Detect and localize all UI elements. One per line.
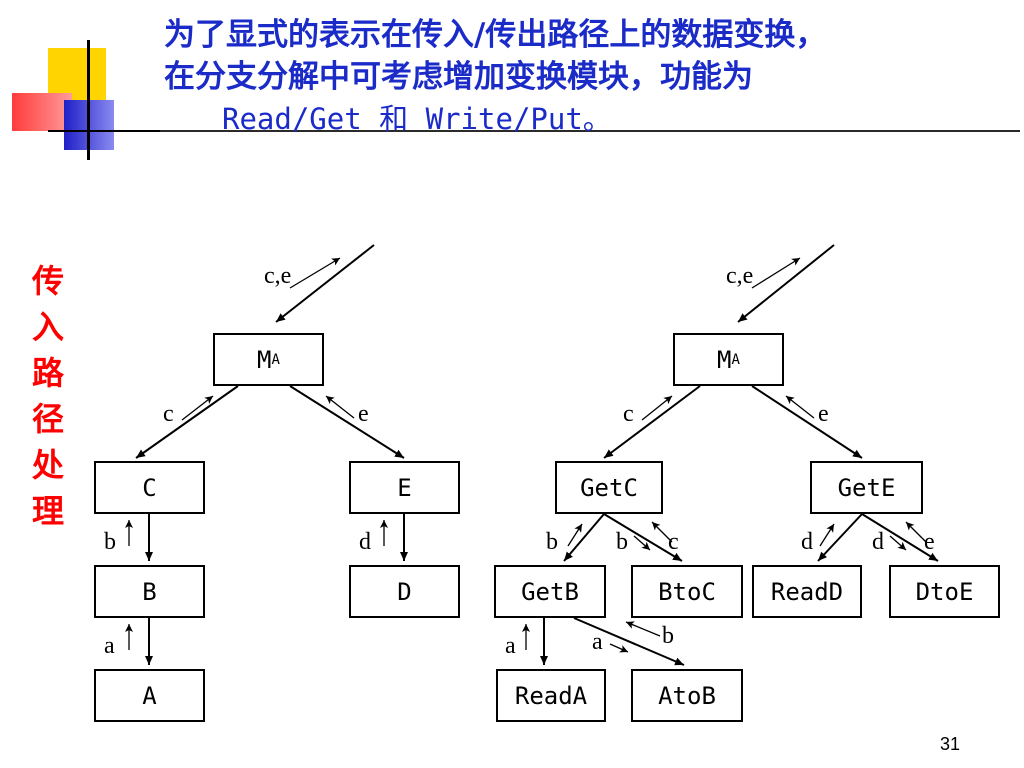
right-module-reada: ReadA (496, 669, 606, 722)
left-input-line (275, 244, 375, 323)
right-flow-a2-arrow (609, 643, 629, 653)
right-flow-b3-arrow (625, 621, 661, 637)
right-flow-b2-arrow (633, 535, 651, 551)
left-module-d: D (349, 565, 460, 618)
slide-title: 为了显式的表示在传入/传出路径上的数据变换， 在分支分解中可考虑增加变换模块，功… (164, 14, 1014, 140)
left-ma-main: M (257, 345, 272, 374)
side-char: 路 (31, 354, 64, 392)
right-module-getc: GetC (555, 461, 663, 514)
left-label-c: c (163, 401, 174, 427)
side-char: 径 (31, 400, 64, 438)
left-module-a: A (94, 669, 205, 722)
title-read-get: Read/Get (222, 102, 362, 136)
right-module-gete: GetE (810, 461, 923, 514)
right-label-ce: c,e (726, 263, 754, 289)
right-ma-sub: A (731, 351, 740, 368)
right-module-dtoe: DtoE (889, 565, 1000, 618)
right-gete-to-readd (817, 513, 863, 562)
right-label-c2: c (668, 529, 679, 555)
right-flow-e-arrow (785, 395, 815, 419)
title-line-3: Read/Get 和 Write/Put。 (164, 98, 1014, 140)
side-char: 传 (31, 262, 64, 300)
right-getb-to-atob (573, 617, 685, 666)
right-flow-d2-arrow (889, 535, 907, 551)
right-flow-c-arrow (641, 395, 673, 421)
right-module-btoc: BtoC (631, 565, 743, 618)
side-char: 理 (31, 492, 64, 530)
right-label-c: c (623, 401, 634, 427)
page-number: 31 (939, 734, 960, 754)
right-module-readd: ReadD (752, 565, 862, 618)
right-label-e: e (818, 401, 829, 427)
left-module-e: E (349, 461, 460, 514)
decor-horizontal-line (48, 130, 168, 132)
right-input-line (737, 244, 835, 323)
left-ma-to-e (289, 385, 405, 459)
right-flow-d1-arrow (819, 523, 835, 547)
corner-decoration (0, 0, 168, 165)
title-underline (160, 130, 1020, 132)
left-label-d: d (359, 529, 371, 555)
left-label-a: a (104, 633, 115, 659)
right-ma-to-gete (751, 385, 863, 459)
title-line-1: 为了显式的表示在传入/传出路径上的数据变换， (164, 17, 827, 53)
left-label-ce: c,e (264, 263, 292, 289)
decor-red-square (12, 93, 72, 131)
title-line-2: 在分支分解中可考虑增加变换模块，功能为 (164, 59, 753, 95)
left-label-b: b (104, 529, 116, 555)
left-flow-c-arrow (181, 395, 214, 421)
side-label-incoming-path: 传 入 路 径 处 理 (26, 258, 70, 534)
left-ma-to-c (135, 385, 239, 459)
title-write-put: Write/Put。 (425, 102, 612, 136)
left-label-e: e (358, 401, 369, 427)
right-ma-to-getc (603, 385, 701, 459)
left-module-b: B (94, 565, 205, 618)
left-ma-sub: A (271, 351, 280, 368)
left-flow-e-arrow (325, 395, 355, 419)
right-getc-to-getb (563, 513, 605, 562)
right-flow-c2-arrow (651, 521, 673, 543)
right-label-b2: b (616, 529, 628, 555)
decor-vertical-line (87, 40, 90, 160)
right-module-getb: GetB (494, 565, 606, 618)
right-label-b3: b (662, 623, 674, 649)
right-label-e2: e (924, 529, 935, 555)
side-char: 处 (31, 446, 64, 484)
right-gete-to-dtoe (861, 513, 939, 562)
side-char: 入 (31, 308, 64, 346)
left-flow-ce-arrow (289, 257, 341, 289)
left-module-c: C (94, 461, 205, 514)
right-label-a2: a (592, 629, 603, 655)
right-module-atob: AtoB (631, 669, 743, 722)
right-label-b1: b (546, 529, 558, 555)
right-getc-to-btoc (603, 513, 683, 562)
right-flow-e2-arrow (905, 521, 927, 543)
right-label-a1: a (505, 633, 516, 659)
right-flow-ce-arrow (751, 257, 801, 289)
right-flow-b1-arrow (567, 523, 583, 547)
right-label-d2: d (872, 529, 884, 555)
right-label-d1: d (801, 529, 813, 555)
title-and: 和 (379, 102, 409, 136)
right-ma-main: M (717, 345, 732, 374)
